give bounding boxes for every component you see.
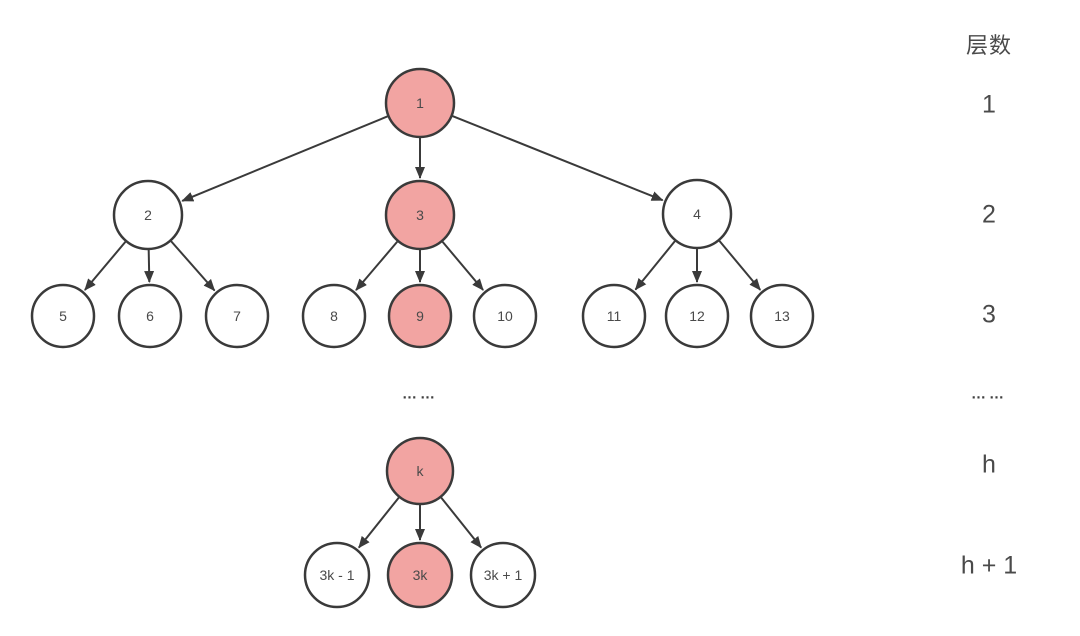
legend-level-3: 3	[982, 300, 996, 329]
tree-node-3k	[386, 541, 454, 609]
tree-node-k	[385, 436, 455, 506]
tree-edge-4-11	[634, 240, 676, 291]
tree-node-12	[664, 283, 730, 349]
legend-level-2: 2	[982, 200, 996, 229]
tree-node-5	[30, 283, 96, 349]
tree-node-label-6: 6	[146, 308, 154, 324]
tree-node-label-11: 11	[607, 308, 622, 324]
tree-edge-4-13	[718, 240, 762, 291]
tree-node-3k+1	[469, 541, 537, 609]
tree-node-label-3k-1: 3k - 1	[319, 567, 354, 583]
tree-node-label-2: 2	[144, 207, 152, 223]
tree-node-2	[112, 179, 184, 251]
tree-edge-1-2	[181, 115, 389, 202]
tree-node-6	[117, 283, 183, 349]
tree-edge-2-7	[170, 240, 216, 292]
tree-edge-3-8	[355, 241, 399, 291]
tree-node-label-3k+1: 3k + 1	[484, 567, 523, 583]
tree-edge-1-4	[452, 115, 664, 202]
tree-node-label-4: 4	[693, 206, 701, 222]
tree-edge-k-3k-1	[358, 496, 400, 549]
tree-node-label-7: 7	[233, 308, 241, 324]
tree-node-label-12: 12	[689, 308, 705, 324]
tree-node-8	[301, 283, 367, 349]
tree-node-7	[204, 283, 270, 349]
tree-node-1	[384, 67, 456, 139]
tree-edge-2-5	[84, 241, 127, 291]
tree-edge-3-10	[441, 241, 484, 291]
tree-edge-2-6	[144, 249, 155, 284]
tree-node-label-9: 9	[416, 308, 424, 324]
tree-node-3k-1	[303, 541, 371, 609]
tree-node-label-5: 5	[59, 308, 67, 324]
tree-edge-k-3k+1	[440, 496, 482, 549]
tree-node-label-1: 1	[416, 95, 424, 111]
tree-node-3	[384, 179, 456, 251]
tree-node-label-8: 8	[330, 308, 338, 324]
tree-node-11	[581, 283, 647, 349]
legend-level-h-plus-1: h + 1	[960, 551, 1018, 580]
legend-title: 层数	[965, 33, 1013, 58]
legend-level-1: 1	[982, 90, 996, 119]
tree-node-label-13: 13	[774, 308, 790, 324]
tree-ellipsis: ……	[402, 385, 438, 403]
legend-level-h: h	[982, 450, 996, 479]
tree-node-label-k: k	[417, 463, 425, 479]
tree-node-10	[472, 283, 538, 349]
tree-node-9	[387, 283, 453, 349]
legend-ellipsis: ……	[971, 385, 1007, 403]
tree-node-13	[749, 283, 815, 349]
tree-node-label-10: 10	[497, 308, 513, 324]
tree-node-label-3k: 3k	[413, 567, 429, 583]
tree-node-label-3: 3	[416, 207, 424, 223]
tree-node-4	[661, 178, 733, 250]
